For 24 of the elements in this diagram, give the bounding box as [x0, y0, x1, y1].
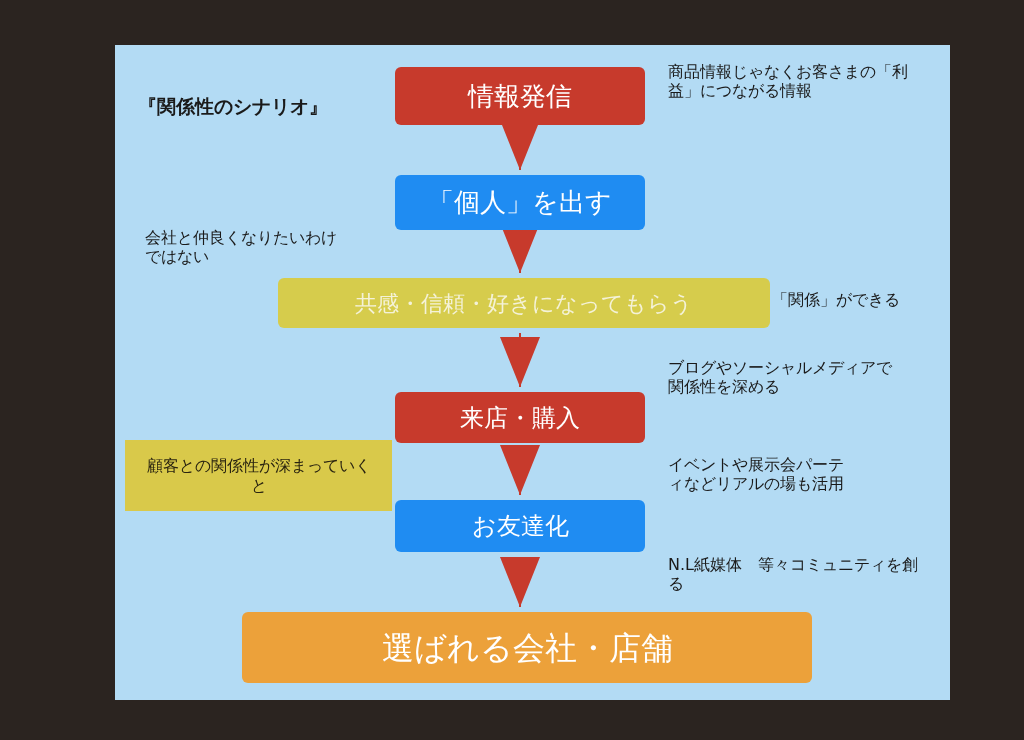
- note-text: イベントや展示会パーティなどリアルの場も活用: [668, 455, 845, 494]
- process-box: [278, 278, 770, 328]
- note-text: N.L紙媒体 等々コミュニティを創る: [668, 555, 918, 594]
- node-text: 来店・購入: [460, 402, 580, 434]
- note-text: 会社と仲良くなりたいわけではない: [145, 228, 338, 267]
- arrow: [500, 556, 540, 608]
- process-box: [395, 175, 645, 230]
- node-text: 「個人」を出す: [428, 186, 612, 219]
- title: 『関係性のシナリオ』: [138, 94, 328, 119]
- process-box: [395, 67, 645, 125]
- process-box: [395, 500, 645, 552]
- arrow: [500, 332, 540, 388]
- note-box: [125, 440, 392, 511]
- note-text: ブログやソーシャルメディアで関係性を深める: [668, 358, 893, 397]
- note-text: 「関係」ができる: [772, 290, 901, 310]
- node-text: お友達化: [471, 511, 569, 542]
- result-box: [242, 612, 812, 683]
- node-text: 共感・信頼・好きになってもらう: [355, 289, 693, 318]
- arrow: [500, 445, 540, 496]
- node-text: 情報発信: [468, 79, 572, 113]
- note-text: 商品情報じゃなくお客さまの「利益」につながる情報: [668, 62, 909, 101]
- node-text: 顧客との関係性が深まっていくと: [145, 455, 372, 496]
- node-text: 選ばれる会社・店舗: [381, 627, 673, 669]
- process-box: [395, 392, 645, 443]
